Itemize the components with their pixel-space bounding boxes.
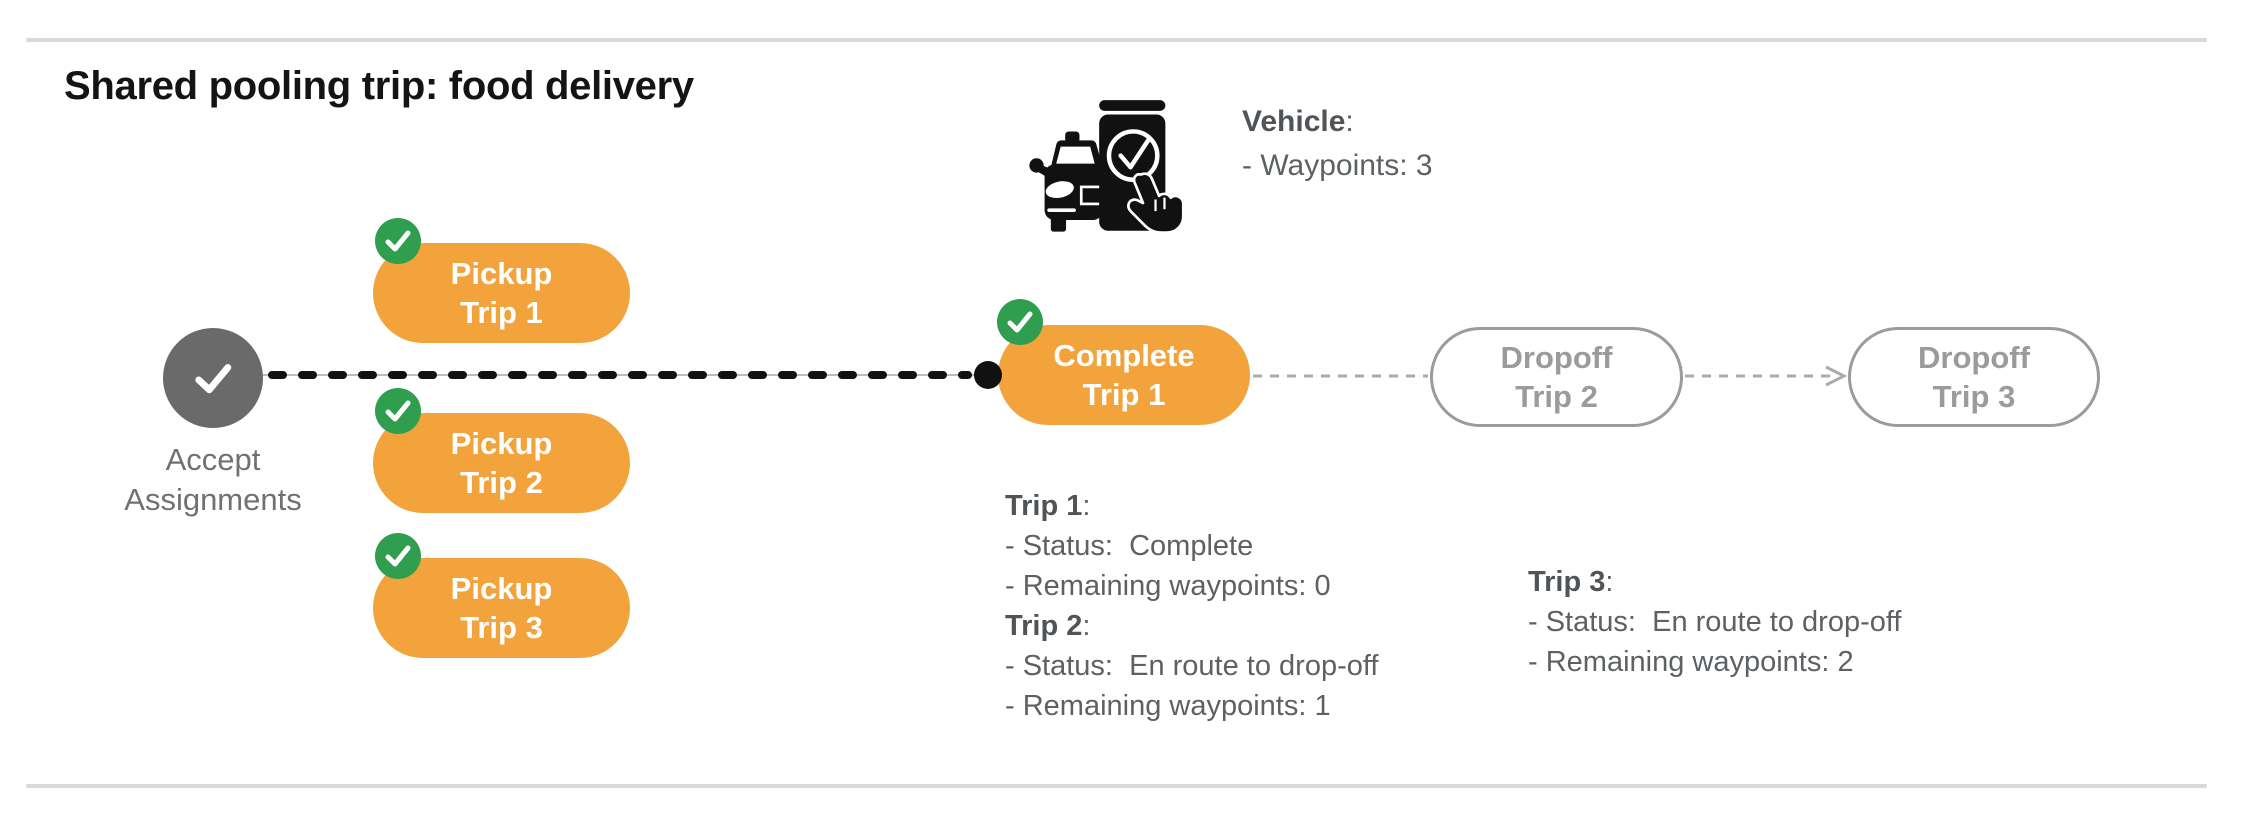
check-icon [195, 364, 232, 394]
check-badge-icon [1007, 311, 1033, 333]
check-badge-icon [385, 400, 411, 422]
dropoff-trip-3-node: Dropoff Trip 3 [1848, 327, 2100, 427]
bottom-divider [26, 784, 2207, 788]
trip-status-block-1: Trip 1: - Status: Complete - Remaining w… [1005, 486, 1378, 726]
check-badge-icon [385, 545, 411, 567]
vehicle-waypoints: - Waypoints: 3 [1242, 149, 1433, 182]
pickup-trip-1-node: Pickup Trip 1 [373, 243, 630, 343]
trip-2-waypoints-line: - Remaining waypoints: 1 [1005, 690, 1331, 722]
accept-assignments-label: Accept Assignments [124, 442, 302, 517]
trip-2-status-line: - Status: En route to drop-off [1005, 650, 1379, 682]
top-divider [26, 38, 2207, 42]
arrowhead-icon [1825, 365, 1848, 387]
completed-check-badge [375, 533, 421, 579]
completed-check-badge [375, 388, 421, 434]
trip-3-waypoints-line: - Remaining waypoints: 2 [1528, 646, 1854, 678]
trip-1-heading: Trip 1: [1005, 490, 1091, 522]
check-badge-icon [385, 230, 411, 252]
trip-status-block-2: Trip 3: - Status: En route to drop-off -… [1528, 562, 1901, 682]
completed-check-badge [997, 299, 1043, 345]
trip-1-waypoints-line: - Remaining waypoints: 0 [1005, 570, 1331, 602]
trip-1-status-line: - Status: Complete [1005, 530, 1254, 562]
pickup-trip-3-node: Pickup Trip 3 [373, 558, 630, 658]
complete-trip-1-node: Complete Trip 1 [998, 325, 1250, 425]
trip-3-heading: Trip 3: [1528, 566, 1614, 598]
trip-2-heading: Trip 2: [1005, 610, 1091, 642]
vehicle-info: Vehicle: - Waypoints: 3 [1242, 100, 1433, 188]
trip-3-status-line: - Status: En route to drop-off [1528, 606, 1902, 638]
accept-assignments-node [163, 328, 263, 428]
dropoff-trip-2-node: Dropoff Trip 2 [1430, 327, 1683, 427]
completed-check-badge [375, 218, 421, 264]
vehicle-heading: Vehicle: [1242, 105, 1354, 138]
pickup-trip-2-node: Pickup Trip 2 [373, 413, 630, 513]
page-title: Shared pooling trip: food delivery [64, 64, 694, 108]
current-position-dot [974, 361, 1002, 389]
vehicle-car-phone-check-icon [1024, 82, 1194, 253]
